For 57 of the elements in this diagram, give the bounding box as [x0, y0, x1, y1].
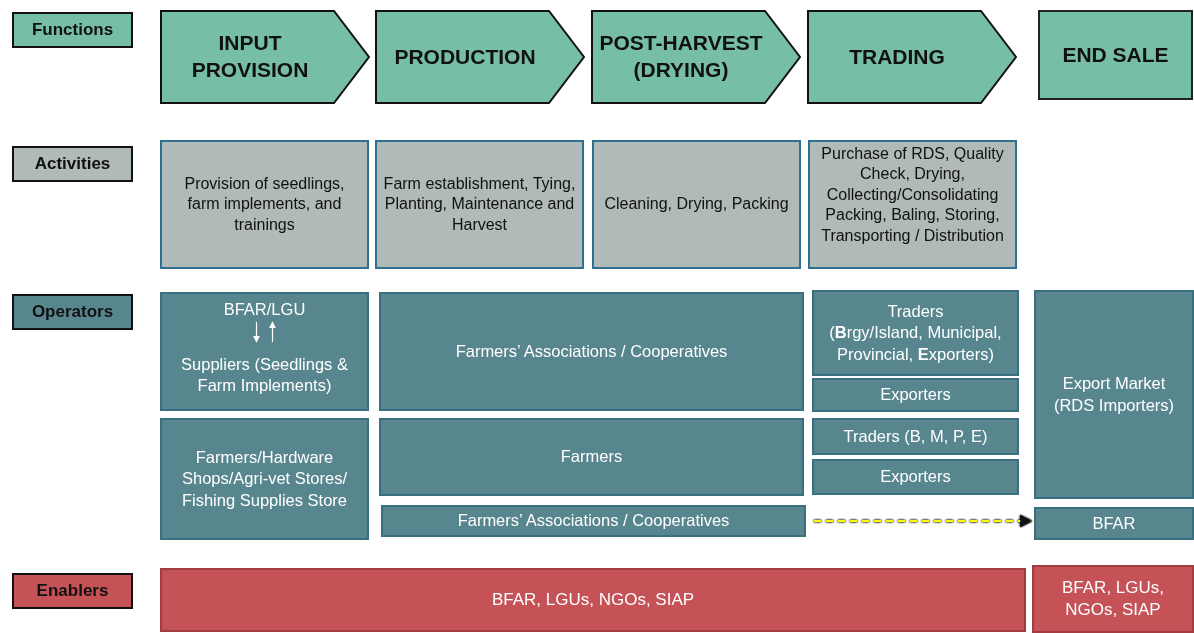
operator-box [812, 378, 1019, 412]
operator-box [379, 418, 804, 496]
node-text: BFAR, LGUs, NGOs, SIAP [1061, 577, 1165, 621]
function-box [807, 10, 1017, 104]
activity-box [375, 140, 584, 269]
node-text: BFAR [1092, 512, 1136, 534]
node-text: BFAR, LGUs, NGOs, SIAP [491, 589, 695, 611]
operator-box [812, 418, 1019, 455]
row-label [12, 146, 133, 182]
operator-box [381, 505, 806, 537]
row-label [12, 573, 133, 609]
operator-box [379, 292, 804, 411]
operator-box [160, 292, 369, 411]
row-label-text: Functions [31, 19, 114, 41]
operator-box [1034, 290, 1194, 499]
activity-box [160, 140, 369, 269]
node-text: Purchase of RDS, Quality Check, Drying, Collecting/Consolidating Packing, Baling, Storing, Transporting / Distribution [820, 144, 1005, 246]
function-box [591, 10, 801, 104]
operator-box [812, 290, 1019, 376]
function-label: INPUT PROVISION [190, 30, 310, 83]
function-box [375, 10, 585, 104]
function-box [1038, 10, 1193, 100]
arrow [269, 321, 276, 343]
operator-box [160, 418, 369, 540]
node-text: Export Market (RDS Importers) [1052, 373, 1176, 416]
node-text: Suppliers (Seedlings & Farm Implements) [180, 353, 349, 396]
node-text: Farmers’ Associations / Cooperatives [455, 340, 728, 362]
row-label [12, 294, 133, 330]
node-text: Exporters [880, 384, 951, 406]
node-text: Traders [887, 301, 944, 323]
node-text: Provision of seedlings, farm implements, and trainings [183, 173, 346, 235]
row-label-text: Operators [31, 301, 114, 323]
node-text: Cleaning, Drying, Packing [604, 194, 789, 215]
row-label [12, 12, 133, 48]
enabler-box [1032, 565, 1194, 633]
operator-box [1034, 507, 1194, 540]
function-label: END SALE [1062, 41, 1169, 68]
node-text: BFAR/LGU [223, 299, 306, 321]
activity-box [592, 140, 801, 269]
function-box [160, 10, 370, 104]
node-text: Exporters [880, 466, 951, 488]
arrow [814, 515, 1033, 527]
node-text: Traders (B, M, P, E) [843, 425, 988, 447]
row-label-text: Enablers [36, 580, 109, 602]
node-text: (Brgy/Island, Municipal, Provincial, Exporters) [828, 322, 1003, 365]
node-text: Farmers’ Associations / Cooperatives [457, 510, 730, 532]
operator-box [812, 459, 1019, 495]
arrow [253, 321, 260, 343]
function-label: POST-HARVEST (DRYING) [598, 30, 764, 83]
function-label: TRADING [849, 43, 946, 70]
node-text: Farmers [560, 446, 623, 468]
row-label-text: Activities [34, 153, 111, 175]
enabler-box [160, 568, 1026, 632]
activity-box [808, 140, 1017, 269]
node-text: Farmers/Hardware Shops/Agri-vet Stores/ Fishing Supplies Store [180, 447, 349, 511]
node-text: Farm establishment, Tying, Planting, Maintenance and Harvest [383, 173, 576, 235]
function-label: PRODUCTION [394, 43, 537, 70]
